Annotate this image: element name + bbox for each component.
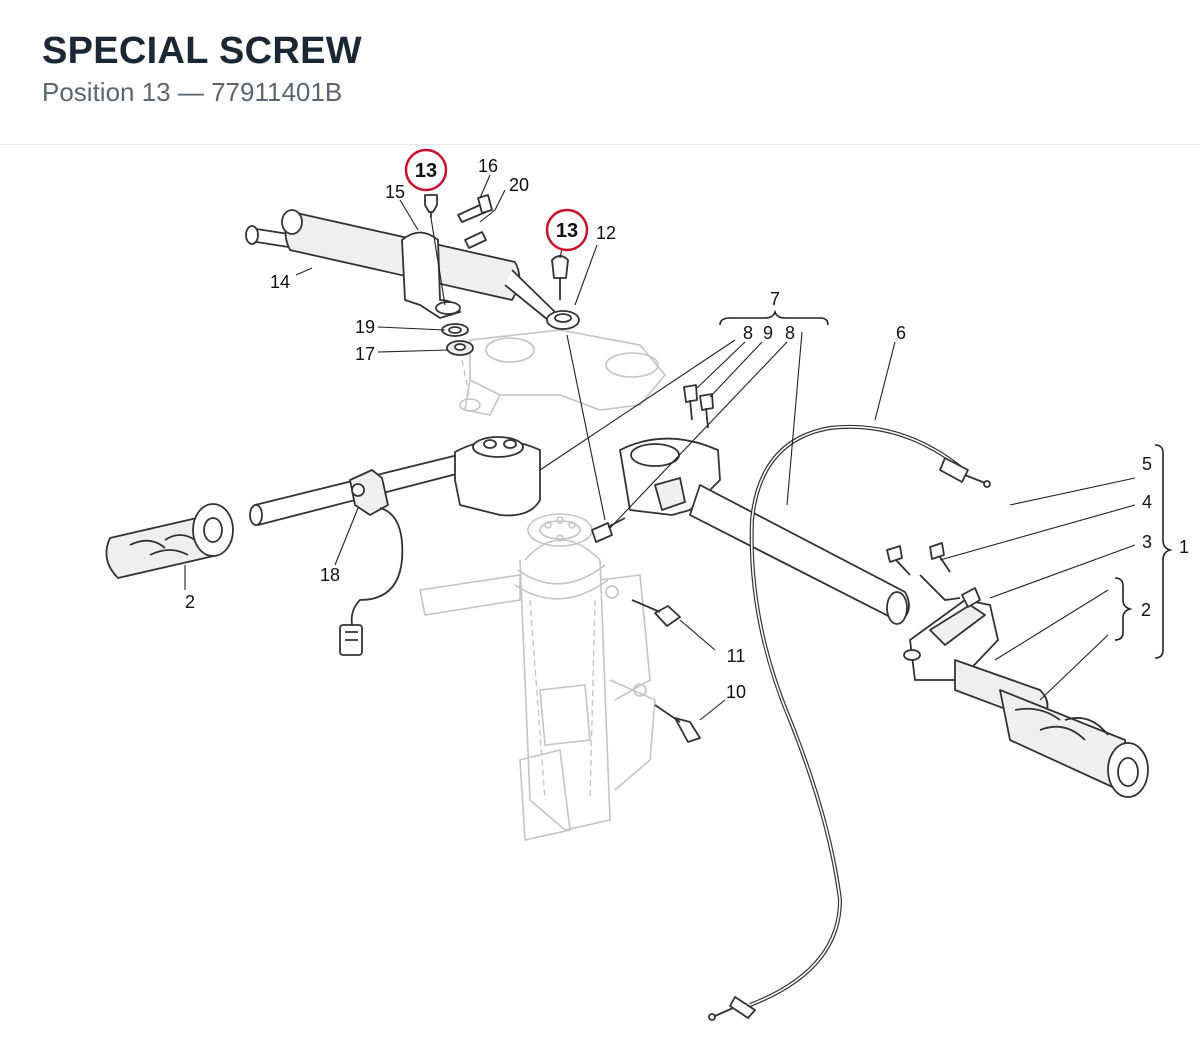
right-handlebar — [591, 384, 910, 625]
exploded-parts-diagram: 13 13 16 15 20 12 14 19 17 7 8 9 8 6 5 4… — [105, 148, 1189, 1021]
callout-14[interactable]: 14 — [270, 272, 290, 292]
callout-17[interactable]: 17 — [355, 344, 375, 364]
callout-2-right[interactable]: 2 — [1141, 600, 1151, 620]
callout-16[interactable]: 16 — [478, 156, 498, 176]
callout-3[interactable]: 3 — [1142, 532, 1152, 552]
page-header: SPECIAL SCREW Position 13 — 77911401B — [0, 0, 1200, 145]
highlight-ring-13-lower — [545, 208, 589, 252]
steering-damper — [245, 209, 580, 330]
page-title: SPECIAL SCREW — [42, 30, 362, 72]
callout-6[interactable]: 6 — [896, 323, 906, 343]
callout-13-lower[interactable]: 13 — [556, 220, 578, 242]
callout-9[interactable]: 9 — [763, 323, 773, 343]
throttle-cable — [708, 424, 991, 1021]
left-handlebar — [105, 436, 541, 656]
callout-12[interactable]: 12 — [596, 223, 616, 243]
highlight-ring-13-upper — [404, 148, 448, 192]
page-subtitle: Position 13 — 77911401B — [42, 77, 343, 107]
callout-19[interactable]: 19 — [355, 317, 375, 337]
throttle-assembly — [886, 542, 1149, 798]
callout-13-upper[interactable]: 13 — [415, 160, 437, 182]
frame-ghost — [419, 329, 667, 841]
callout-18[interactable]: 18 — [320, 565, 340, 585]
callout-8-left[interactable]: 8 — [743, 323, 753, 343]
callout-20[interactable]: 20 — [509, 175, 529, 195]
callout-labels: 13 13 16 15 20 12 14 19 17 7 8 9 8 6 5 4… — [185, 156, 1189, 702]
callout-5[interactable]: 5 — [1142, 454, 1152, 474]
callout-15[interactable]: 15 — [385, 182, 405, 202]
callout-1[interactable]: 1 — [1179, 537, 1189, 557]
small-screws — [457, 194, 493, 249]
position-13-highlights — [404, 148, 589, 252]
callout-7[interactable]: 7 — [770, 289, 780, 309]
group-brackets — [719, 309, 1173, 659]
fork-bolts — [631, 599, 701, 743]
leader-lines — [184, 174, 1136, 721]
callout-10[interactable]: 10 — [726, 682, 746, 702]
special-screw-part — [424, 194, 569, 300]
callout-2-left[interactable]: 2 — [185, 592, 195, 612]
callout-8-right[interactable]: 8 — [785, 323, 795, 343]
callout-4[interactable]: 4 — [1142, 492, 1152, 512]
callout-11[interactable]: 11 — [727, 646, 746, 666]
